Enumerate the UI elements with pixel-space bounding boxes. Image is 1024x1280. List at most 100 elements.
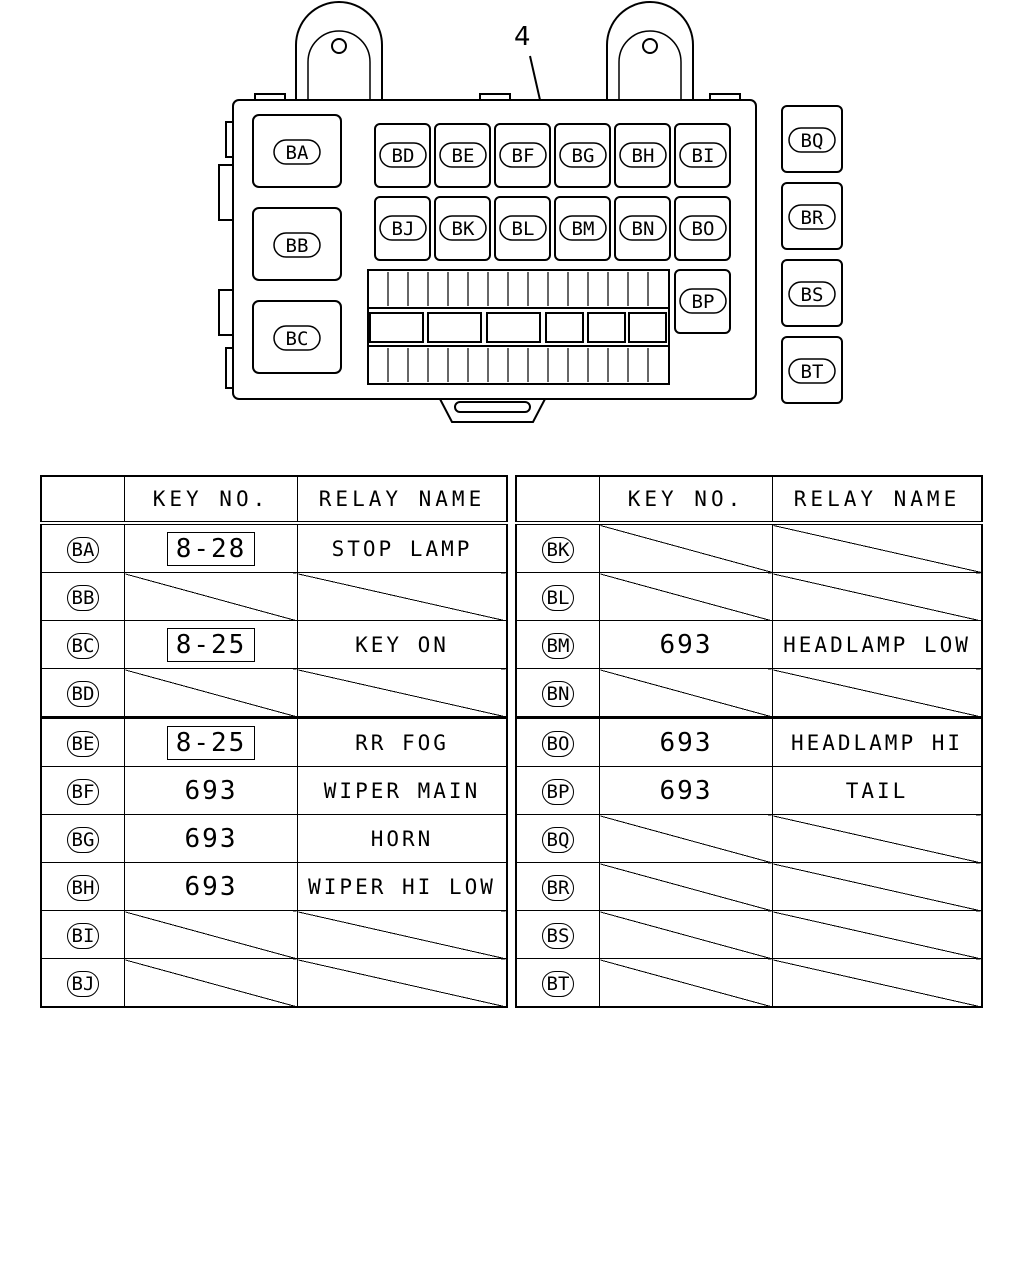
table-row: BL [515,572,983,621]
id-header [40,475,125,524]
row-id-cell: BF [40,766,125,815]
box-label-BB: BB [286,235,309,257]
table-row: BJ [40,958,508,1008]
row-id-badge: BO [541,731,575,757]
row-id-badge: BM [541,633,575,659]
box-label-BN: BN [632,218,655,240]
key-no-cell [124,668,298,718]
key-no-header: KEY NO. [599,475,773,524]
callout-number: 4 [514,22,531,52]
box-label-BD: BD [392,145,415,167]
row-id-cell: BE [40,716,125,767]
box-label-BE: BE [452,145,475,167]
row-id-badge: BD [66,681,100,707]
relay-name-cell [297,572,508,621]
row-id-badge: BK [541,537,575,563]
relay-name-cell: HEADLAMP LOW [772,620,983,669]
box-label-BL: BL [512,218,535,240]
relay-box-diagram: 4 BA BB BC BD BE BF BG BH BI BJ BK BL [218,1,843,423]
row-id-badge: BG [66,827,100,853]
relay-name-cell: STOP LAMP [297,522,508,573]
box-label-BH: BH [632,145,655,167]
row-id-badge: BL [541,585,575,611]
row-id-badge: BS [541,923,575,949]
relay-name-cell [772,862,983,911]
relay-name-cell: WIPER MAIN [297,766,508,815]
row-id-cell: BN [515,668,600,718]
relay-name-header: RELAY NAME [297,475,508,524]
row-id-cell: BL [515,572,600,621]
key-no-cell [124,572,298,621]
row-id-badge: BC [66,633,100,659]
relay-name-cell: RR FOG [297,716,508,767]
relay-name-cell: HORN [297,814,508,863]
row-id-cell: BK [515,522,600,573]
box-label-BI: BI [692,145,715,167]
key-no-cell: 693 [124,766,298,815]
table-row: BR [515,862,983,911]
key-no-cell [124,910,298,959]
relay-name-cell [297,958,508,1008]
relay-name-cell [772,668,983,718]
key-no-cell [124,958,298,1008]
row-id-badge: BN [541,681,575,707]
row-id-cell: BT [515,958,600,1008]
box-label-BO: BO [692,218,715,240]
row-id-cell: BC [40,620,125,669]
relay-name-cell [772,958,983,1008]
key-no-cell: 693 [599,620,773,669]
row-id-cell: BA [40,522,125,573]
box-label-BT: BT [801,361,824,383]
key-no-value: 693 [659,775,713,806]
table-header-row: KEY NO. RELAY NAME [515,475,983,524]
id-header [515,475,600,524]
key-no-value: 693 [184,823,238,854]
relay-name-cell [772,814,983,863]
relay-name-header: RELAY NAME [772,475,983,524]
row-id-cell: BJ [40,958,125,1008]
key-no-cell [599,958,773,1008]
relay-name-cell [772,572,983,621]
row-id-cell: BS [515,910,600,959]
box-label-BK: BK [452,218,475,240]
key-no-cell [599,668,773,718]
key-no-cell: 693 [124,814,298,863]
table-header-row: KEY NO. RELAY NAME [40,475,508,524]
table-row: BQ [515,814,983,863]
key-no-header: KEY NO. [124,475,298,524]
box-label-BA: BA [286,142,309,164]
table-row: BN [515,668,983,718]
row-id-badge: BH [66,875,100,901]
row-id-badge: BI [66,923,100,949]
relay-name-cell: HEADLAMP HI [772,716,983,767]
key-no-value: 693 [184,775,238,806]
row-id-cell: BG [40,814,125,863]
table-row: BF 693 WIPER MAIN [40,766,508,815]
key-no-cell [599,862,773,911]
key-no-cell: 693 [599,716,773,767]
table-row: BO 693 HEADLAMP HI [515,716,983,767]
table-row: BG 693 HORN [40,814,508,863]
key-no-cell [599,910,773,959]
row-id-badge: BR [541,875,575,901]
box-label-BG: BG [572,145,595,167]
row-id-badge: BJ [66,971,100,997]
row-id-cell: BO [515,716,600,767]
row-id-badge: BQ [541,827,575,853]
key-no-boxed: 8-25 [166,627,256,662]
row-id-cell: BB [40,572,125,621]
table-row: BT [515,958,983,1008]
box-label-BC: BC [286,328,309,350]
box-label-BQ: BQ [801,130,824,152]
relay-name-cell [772,522,983,573]
relay-name-cell [297,910,508,959]
key-no-cell: 8-25 [124,716,298,767]
box-label-BR: BR [801,207,824,229]
key-no-value: 693 [659,727,713,758]
key-no-cell: 8-28 [124,522,298,573]
